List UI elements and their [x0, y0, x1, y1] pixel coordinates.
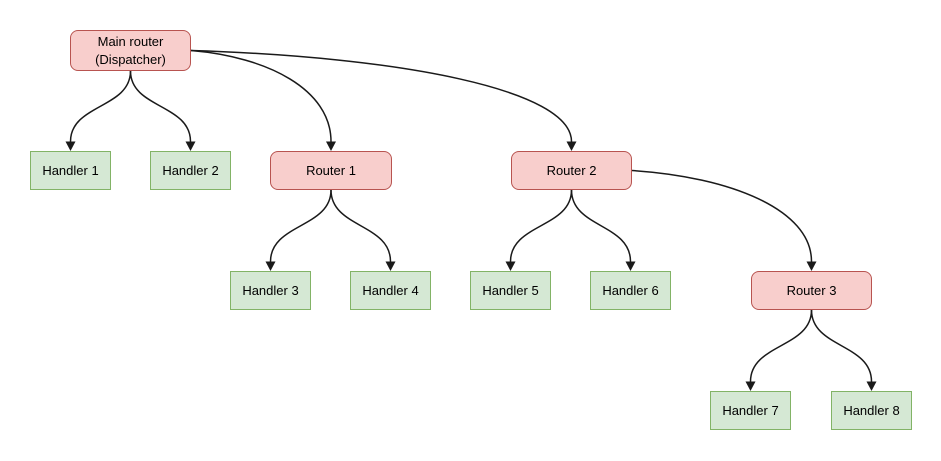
arrowhead-main-router-to-handler-2	[185, 141, 196, 151]
node-handler-8: Handler 8	[831, 391, 912, 430]
arrowhead-router-1-to-handler-4	[385, 261, 396, 271]
edge-router-1-to-handler-3	[269, 189, 332, 262]
node-handler-4: Handler 4	[350, 271, 431, 310]
node-handler-1: Handler 1	[30, 151, 111, 190]
edge-router-2-to-handler-6	[570, 189, 632, 262]
arrowhead-router-2-to-router-3	[806, 261, 817, 271]
node-handler-5: Handler 5	[470, 271, 551, 310]
node-label-handler-5: Handler 5	[482, 282, 539, 298]
arrowhead-main-router-to-router-2	[566, 141, 577, 151]
node-router-2: Router 2	[511, 151, 632, 190]
edge-router-3-to-handler-8	[810, 309, 873, 382]
node-label-handler-6: Handler 6	[602, 282, 659, 298]
node-label-handler-2: Handler 2	[162, 162, 219, 178]
arrowhead-main-router-to-handler-1	[65, 141, 76, 151]
node-label-handler-8: Handler 8	[843, 402, 900, 418]
edge-main-router-to-router-2	[190, 49, 573, 142]
node-label-router-2: Router 2	[546, 162, 597, 178]
arrowhead-router-2-to-handler-5	[505, 261, 516, 271]
edge-main-router-to-handler-2	[129, 70, 192, 142]
node-label-main-router: Main router (Dispatcher)	[95, 33, 166, 67]
node-handler-7: Handler 7	[710, 391, 791, 430]
arrowhead-router-2-to-handler-6	[625, 261, 636, 271]
node-handler-2: Handler 2	[150, 151, 231, 190]
node-router-3: Router 3	[751, 271, 872, 310]
node-label-router-1: Router 1	[306, 162, 356, 178]
edge-router-2-to-router-3	[631, 169, 813, 262]
arrowhead-router-3-to-handler-7	[745, 381, 756, 391]
arrowhead-router-1-to-handler-3	[265, 261, 276, 271]
arrowhead-router-3-to-handler-8	[866, 381, 877, 391]
edge-router-3-to-handler-7	[749, 309, 813, 382]
node-handler-3: Handler 3	[230, 271, 311, 310]
edge-router-1-to-handler-4	[330, 189, 392, 262]
node-handler-6: Handler 6	[590, 271, 671, 310]
node-main-router: Main router (Dispatcher)	[70, 30, 191, 71]
node-label-handler-4: Handler 4	[362, 282, 419, 298]
arrowhead-main-router-to-router-1	[326, 141, 336, 151]
node-label-handler-3: Handler 3	[242, 282, 299, 298]
node-label-handler-1: Handler 1	[42, 162, 99, 178]
node-label-router-3: Router 3	[786, 282, 837, 298]
edge-main-router-to-handler-1	[69, 70, 132, 142]
node-label-handler-7: Handler 7	[722, 402, 779, 418]
edge-main-router-to-router-1	[190, 49, 332, 142]
node-router-1: Router 1	[270, 151, 392, 190]
edge-router-2-to-handler-5	[509, 189, 573, 262]
